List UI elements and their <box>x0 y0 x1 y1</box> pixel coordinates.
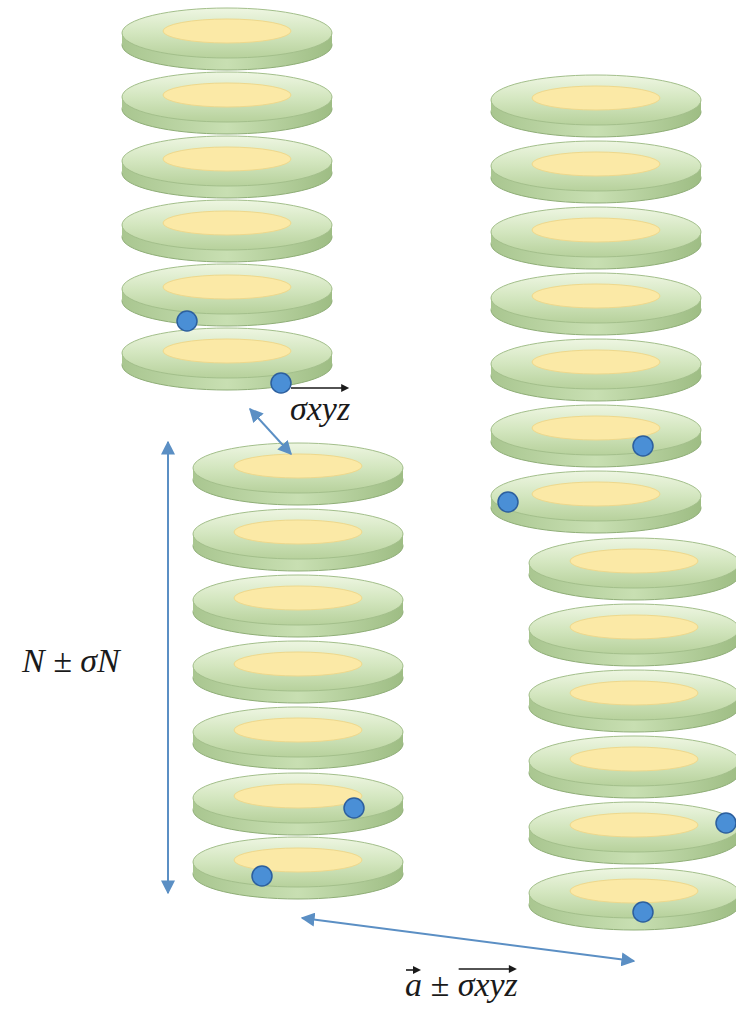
spacing-arrow <box>250 409 291 454</box>
disc-stack <box>529 538 736 930</box>
lattice-arrow <box>302 918 634 961</box>
lattice-label: a ± σxyz <box>405 966 518 1003</box>
sigma-label: σxyz <box>290 390 350 427</box>
vector-arrow-line <box>291 387 345 389</box>
disc-stack <box>122 8 332 393</box>
disc-stack <box>491 75 701 533</box>
height-arrow <box>167 442 169 893</box>
height-label: N ± σN <box>22 642 120 679</box>
disc-stack <box>193 443 403 899</box>
